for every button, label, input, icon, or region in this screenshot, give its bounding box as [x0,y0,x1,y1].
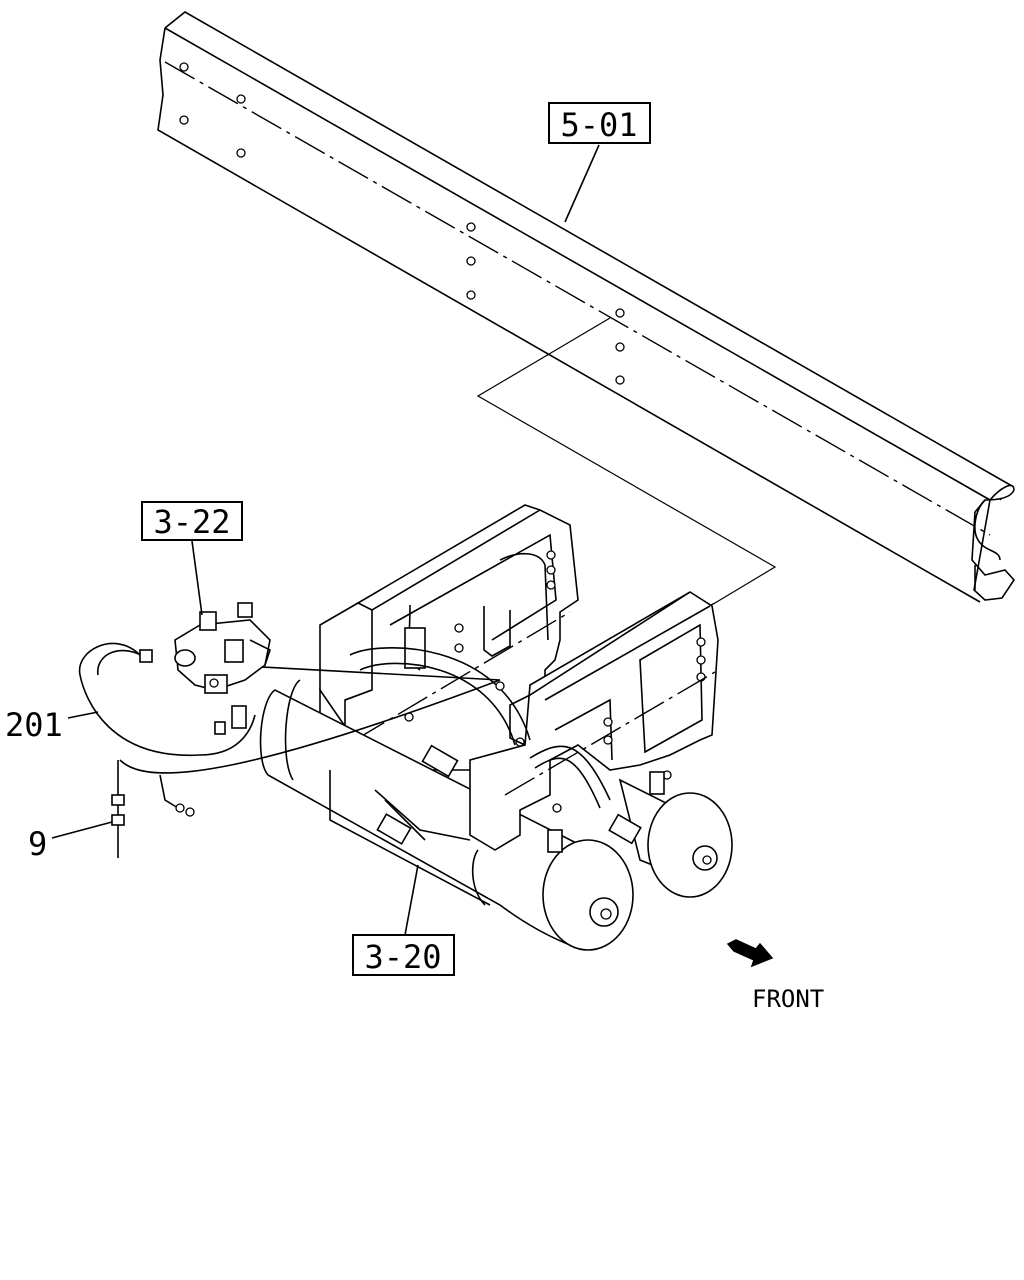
rail-hole [179,62,189,72]
rail-hole [179,115,189,125]
mounting-bracket-front [469,591,719,851]
callout-clip: 9 [28,821,113,863]
callout-harness: 201 [5,706,99,744]
callout-clip-label: 9 [28,825,47,863]
air-tank-right [547,771,733,898]
rail-hole [615,308,625,318]
front-arrow-icon [726,939,774,968]
callout-tank-label: 3-20 [364,938,441,976]
rail-hole [466,256,476,266]
callout-valve-label: 3-22 [153,503,230,541]
wire-harness-201 [78,642,256,858]
rail-hole [466,290,476,300]
callout-tank: 3-20 [352,864,455,976]
callout-harness-label: 201 [5,706,63,744]
air-lines [349,647,642,845]
callout-frame-label: 5-01 [560,106,637,144]
rail-hole [466,222,476,232]
rail-hole [615,375,625,385]
callout-frame: 5-01 [548,102,651,223]
front-indicator: FRONT [726,939,824,1013]
callout-valve: 3-22 [141,501,243,616]
rail-hole [236,94,246,104]
harness-wire [119,664,505,774]
air-tank-left [259,679,634,951]
solenoid-valve [174,602,271,729]
frame-rail [157,11,1016,603]
front-label: FRONT [752,985,824,1013]
rail-hole [615,342,625,352]
rail-hole [236,148,246,158]
